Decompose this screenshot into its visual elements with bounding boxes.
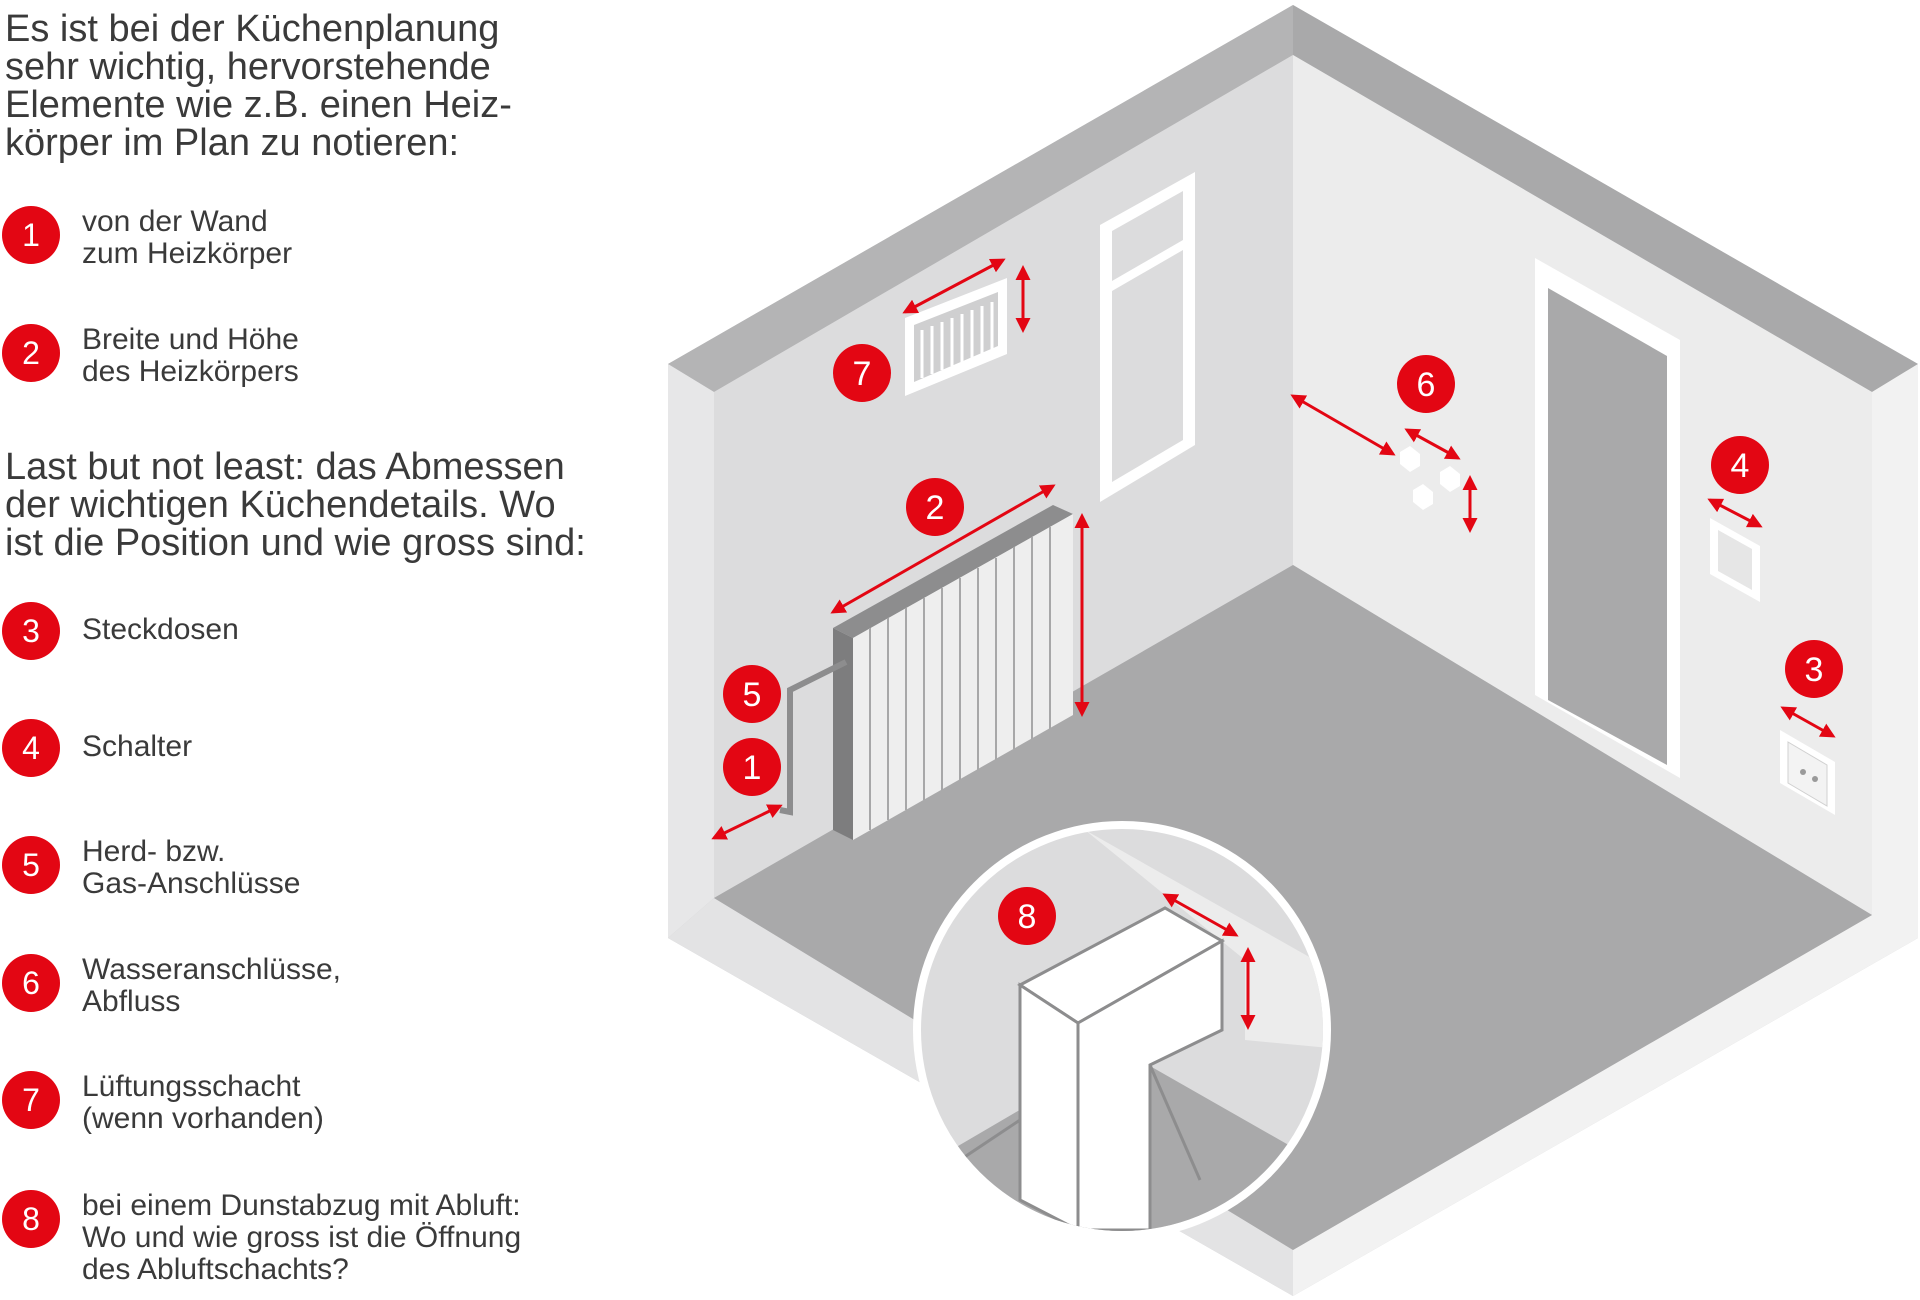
- legend-line: Breite und Höhe: [82, 323, 299, 356]
- legend-line: bei einem Dunstabzug mit Abluft:: [82, 1189, 521, 1222]
- legend-label: Herd- bzw. Gas-Anschlüsse: [82, 836, 300, 900]
- marker-label: 6: [1417, 366, 1436, 404]
- number-badge: 6: [2, 954, 60, 1012]
- window: [1100, 172, 1195, 502]
- legend-panel: Es ist bei der Küchenplanung sehr wichti…: [0, 0, 640, 1300]
- number-badge: 3: [2, 602, 60, 660]
- legend-line: zum Heizkörper: [82, 237, 293, 270]
- intro-line: körper im Plan zu notieren:: [5, 122, 460, 164]
- number-badge: 4: [2, 719, 60, 777]
- marker-4: 4: [1711, 436, 1769, 494]
- marker-5: 5: [723, 665, 781, 723]
- legend-line: des Heizkörpers: [82, 355, 299, 388]
- intro-line: Elemente wie z.B. einen Heiz-: [5, 84, 512, 126]
- legend-label: Lüftungsschacht (wenn vorhanden): [82, 1071, 324, 1135]
- number-markers: 1 2 3 4 5 6 7 8: [723, 344, 1843, 945]
- marker-label: 5: [743, 676, 762, 714]
- door: [1535, 258, 1680, 778]
- marker-label: 2: [926, 489, 945, 527]
- legend-label: Breite und Höhe des Heizkörpers: [82, 324, 299, 388]
- intro-text-2: Last but not least: das Abmessen der wic…: [5, 448, 586, 562]
- number-badge: 5: [2, 836, 60, 894]
- legend-line: des Abluftschachts?: [82, 1253, 349, 1286]
- intro-line: ist die Position und wie gross sind:: [5, 522, 586, 564]
- intro-line: der wichtigen Küchendetails. Wo: [5, 484, 556, 526]
- legend-line: Steckdosen: [82, 613, 239, 646]
- intro-line: Es ist bei der Küchenplanung: [5, 8, 500, 50]
- measure-arrows: [711, 258, 1836, 840]
- marker-2: 2: [906, 478, 964, 536]
- marker-7: 7: [833, 344, 891, 402]
- legend-line: Wo und wie gross ist die Öffnung: [82, 1221, 522, 1254]
- marker-8: 8: [998, 887, 1056, 945]
- intro-line: Last but not least: das Abmessen: [5, 446, 565, 488]
- number-badge: 1: [2, 206, 60, 264]
- legend-line: (wenn vorhanden): [82, 1102, 324, 1135]
- legend-label: Wasseranschlüsse, Abfluss: [82, 954, 341, 1018]
- legend-line: Abfluss: [82, 985, 181, 1018]
- legend-label: Schalter: [82, 731, 192, 763]
- legend-label: von der Wand zum Heizkörper: [82, 206, 292, 270]
- legend-line: Lüftungsschacht: [82, 1070, 301, 1103]
- marker-label: 1: [743, 749, 762, 787]
- legend-label: Steckdosen: [82, 614, 239, 646]
- marker-label: 3: [1805, 651, 1824, 689]
- marker-6: 6: [1397, 355, 1455, 413]
- legend-label: bei einem Dunstabzug mit Abluft: Wo und …: [82, 1190, 521, 1286]
- marker-1: 1: [723, 738, 781, 796]
- legend-line: Schalter: [82, 730, 193, 763]
- number-badge: 2: [2, 324, 60, 382]
- legend-line: Wasseranschlüsse,: [82, 953, 341, 986]
- marker-label: 8: [1018, 898, 1037, 936]
- legend-line: von der Wand: [82, 205, 268, 238]
- switch: [1710, 518, 1760, 602]
- number-badge: 8: [2, 1190, 60, 1248]
- marker-label: 7: [853, 355, 872, 393]
- legend-line: Gas-Anschlüsse: [82, 867, 301, 900]
- legend-line: Herd- bzw.: [82, 835, 226, 868]
- marker-label: 4: [1731, 447, 1750, 485]
- number-badge: 7: [2, 1071, 60, 1129]
- marker-3: 3: [1785, 640, 1843, 698]
- socket: [1780, 730, 1835, 815]
- intro-line: sehr wichtig, hervorstehende: [5, 46, 491, 88]
- intro-text-1: Es ist bei der Küchenplanung sehr wichti…: [5, 10, 512, 162]
